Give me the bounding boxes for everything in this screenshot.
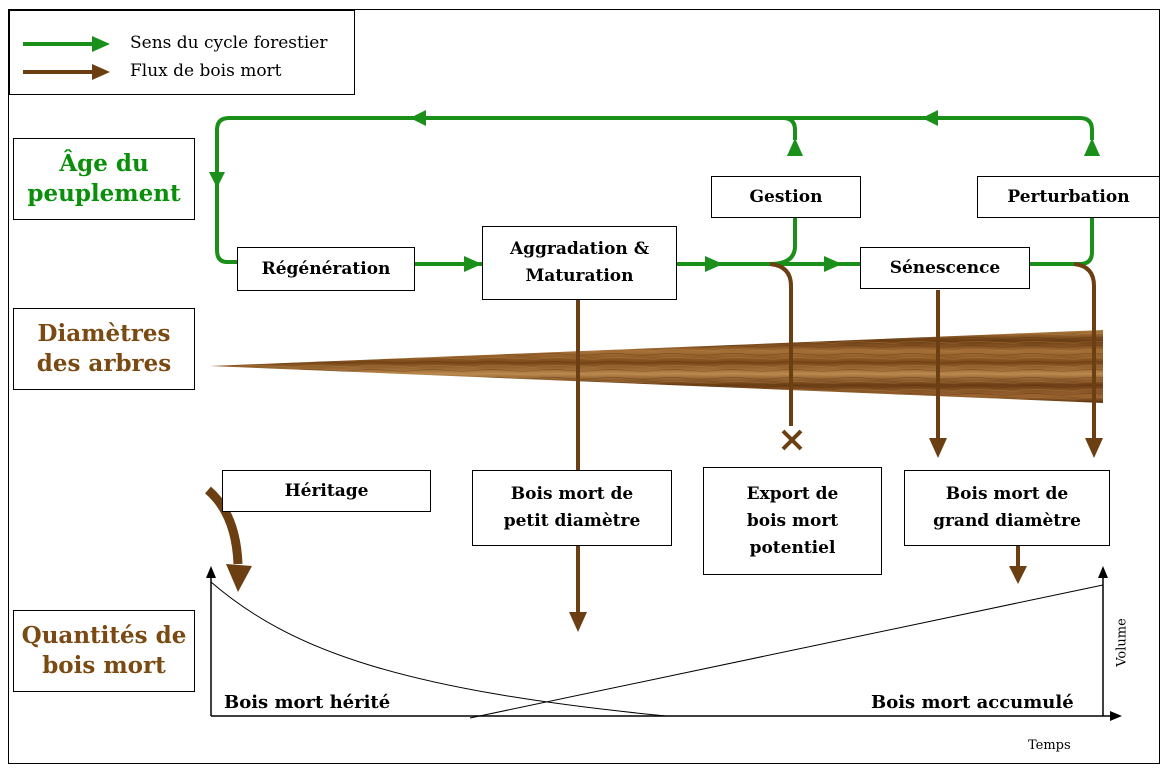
arrow-left-2 bbox=[922, 110, 938, 126]
arrow-down-left bbox=[209, 172, 225, 188]
top-right-loop-line bbox=[783, 116, 1094, 140]
dead-wood-flux-lines bbox=[576, 262, 1096, 612]
arrow-up-perturbation bbox=[1084, 138, 1100, 156]
legend-cycle-label: Sens du cycle forestier bbox=[130, 33, 328, 53]
legend-brown-arrow-icon bbox=[92, 64, 110, 80]
legend-swatches bbox=[23, 36, 110, 80]
stand-age-label: Âge du peuplement bbox=[13, 138, 195, 220]
y-axis-left-arrow bbox=[206, 566, 216, 578]
arrow-up-gestion bbox=[787, 138, 803, 156]
small-diameter-dead-wood-box: Bois mort de petit diamètre bbox=[472, 470, 672, 546]
legend-green-arrow-icon bbox=[92, 36, 110, 52]
heritage-box: Héritage bbox=[222, 470, 431, 512]
top-loop-line bbox=[215, 116, 797, 264]
dead-wood-quantities-label: Quantités de bois mort bbox=[13, 610, 195, 692]
inherited-dead-wood-label: Bois mort hérité bbox=[224, 692, 391, 713]
flux-gestion bbox=[769, 262, 793, 426]
accumulated-dead-wood-curve bbox=[469, 584, 1104, 719]
dead-wood-flux-arrowheads bbox=[569, 438, 1103, 632]
senescence-box: Sénescence bbox=[860, 247, 1030, 289]
arrow-perturbation-down bbox=[1085, 438, 1103, 458]
potential-dead-wood-export-box: Export de bois mort potentiel bbox=[703, 467, 882, 575]
flux-perturbation bbox=[1073, 262, 1096, 440]
legend: Sens du cycle forestier Flux de bois mor… bbox=[9, 10, 355, 95]
gestion-up-line bbox=[769, 218, 797, 266]
inherited-dead-wood-curve bbox=[210, 581, 667, 717]
time-axis-label: Temps bbox=[1028, 738, 1071, 753]
quantities-graph bbox=[206, 566, 1122, 721]
gestion-box: Gestion bbox=[711, 176, 861, 218]
heritage-arrowhead bbox=[226, 564, 252, 592]
heritage-curved-arrow bbox=[204, 486, 243, 565]
perturbation-box: Perturbation bbox=[977, 176, 1160, 218]
export-cross-icon bbox=[781, 429, 803, 451]
diagram-frame bbox=[8, 9, 1160, 764]
arrow-left-1 bbox=[410, 110, 426, 126]
arrow-right-1 bbox=[464, 256, 482, 272]
aggradation-maturation-box: Aggradation & Maturation bbox=[482, 226, 677, 300]
arrow-right-3 bbox=[824, 256, 842, 272]
volume-axis-label: Volume bbox=[1114, 618, 1130, 667]
arrow-grand-down bbox=[1009, 566, 1027, 584]
tree-diameter-wedge bbox=[210, 330, 1103, 403]
large-diameter-dead-wood-box: Bois mort de grand diamètre bbox=[904, 470, 1110, 546]
arrow-right-2 bbox=[705, 256, 723, 272]
accumulated-dead-wood-label: Bois mort accumulé bbox=[871, 692, 1074, 713]
legend-flux-label: Flux de bois mort bbox=[130, 61, 282, 81]
arrow-senescence-down bbox=[929, 438, 947, 458]
regeneration-box: Régénération bbox=[237, 247, 415, 291]
x-axis-arrow bbox=[1110, 711, 1122, 721]
tree-diameters-label: Diamètres des arbres bbox=[13, 308, 195, 390]
arrow-petit-down bbox=[569, 612, 587, 632]
forest-cycle-arrowheads bbox=[209, 110, 1100, 272]
y-axis-right-arrow bbox=[1098, 566, 1108, 578]
